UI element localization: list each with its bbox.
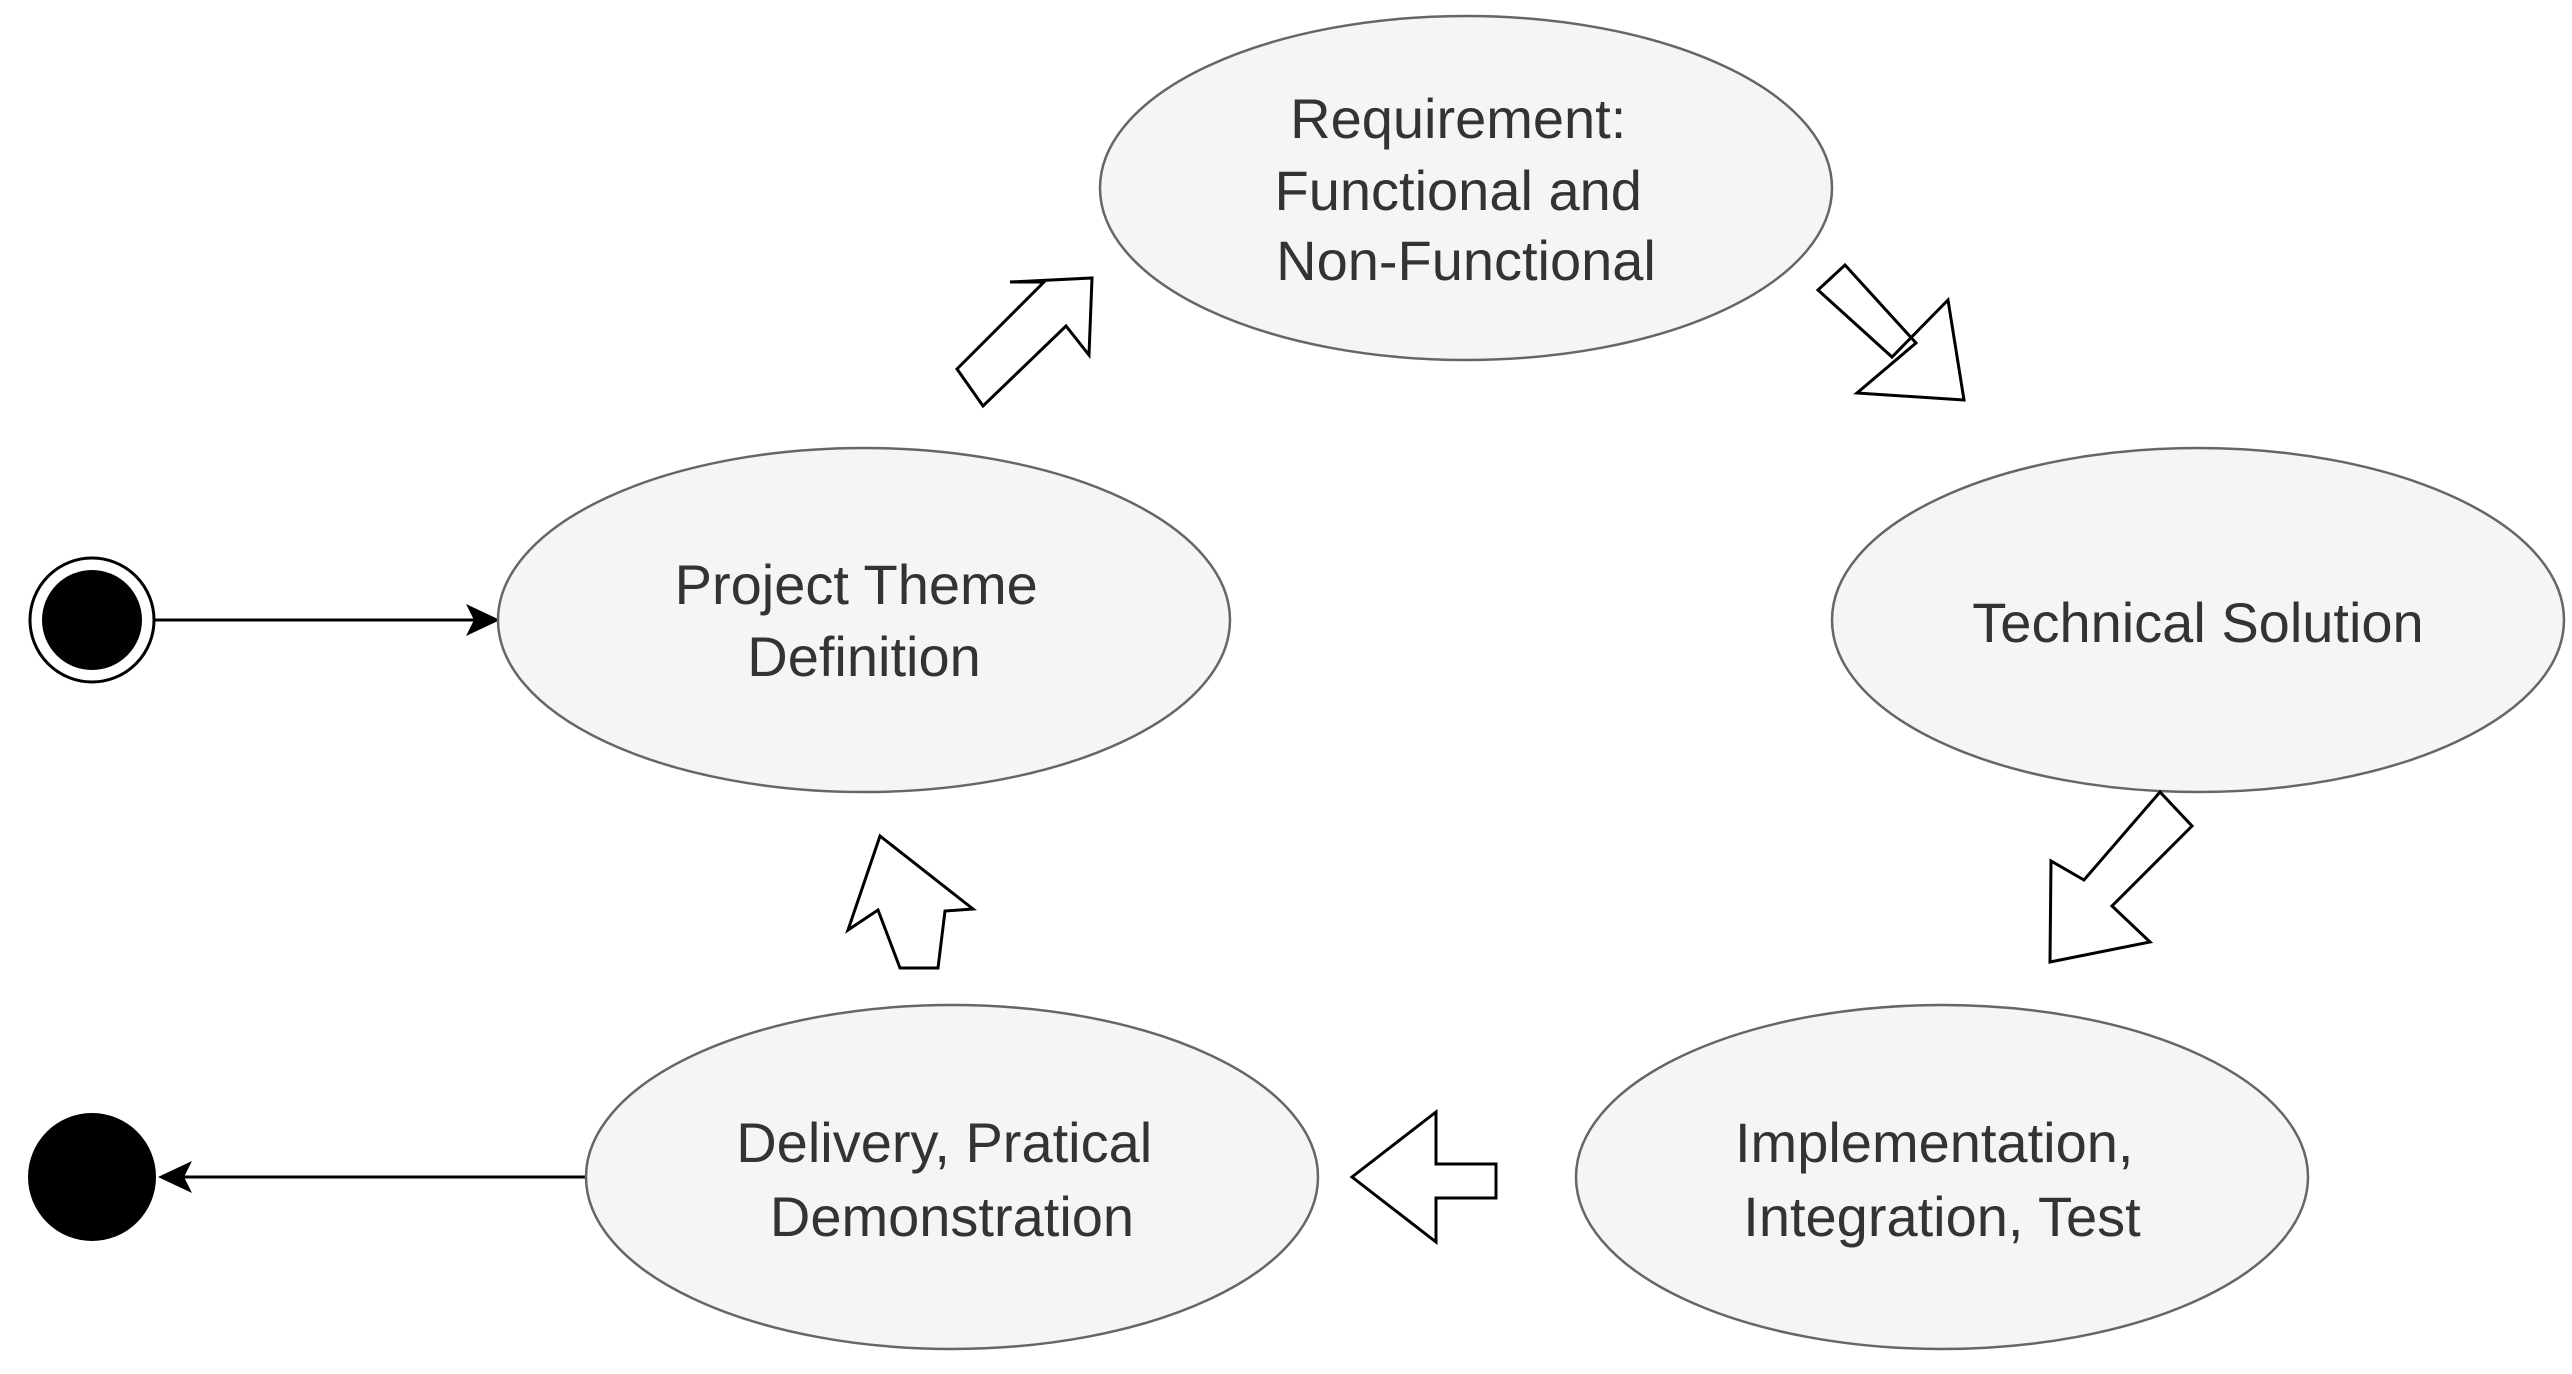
block-arrow-delivery-to-project [845,833,977,970]
node-label-line: Project Theme [675,553,1038,616]
node-technical-solution[interactable]: Technical Solution [1830,446,2566,794]
start-node [28,556,156,684]
node-label-line: Non-Functional [1276,229,1656,292]
node-label-line: Definition [747,625,980,688]
node-requirement[interactable]: Requirement: Functional and Non-Function… [1098,14,1834,362]
node-label: Technical Solution [1972,591,2423,654]
node-implementation[interactable]: Implementation, Integration, Test [1574,1003,2310,1351]
block-arrow-technical-to-implementation [2048,789,2195,964]
node-label-line: Delivery, Pratical [736,1111,1152,1174]
arrowhead-icon [466,604,500,636]
node-label: Requirement: Functional and Non-Function… [1275,87,1658,292]
node-label-line: Functional and [1275,159,1642,222]
node-label-line: Integration, Test [1743,1185,2141,1248]
node-delivery[interactable]: Delivery, Pratical Demonstration [584,1003,1320,1351]
node-label-line: Demonstration [770,1185,1134,1248]
node-label: Project Theme Definition [675,553,1054,688]
connector-delivery-to-end [158,1161,588,1193]
node-project-theme[interactable]: Project Theme Definition [496,446,1232,794]
node-label-line: Implementation, [1735,1111,2133,1174]
node-label-line: Requirement: [1290,87,1626,150]
block-arrow-requirement-to-technical [1815,262,1966,402]
block-arrow-project-to-requirement [955,276,1094,409]
end-node [28,1113,156,1241]
node-label: Implementation, Integration, Test [1735,1111,2149,1248]
start-node-dot [42,570,142,670]
arrowhead-icon [158,1161,192,1193]
node-label: Delivery, Pratical Demonstration [736,1111,1168,1248]
connector-start-to-project [154,604,500,636]
node-label-line: Technical Solution [1972,591,2423,654]
block-arrow-implementation-to-delivery [1349,1108,1498,1246]
